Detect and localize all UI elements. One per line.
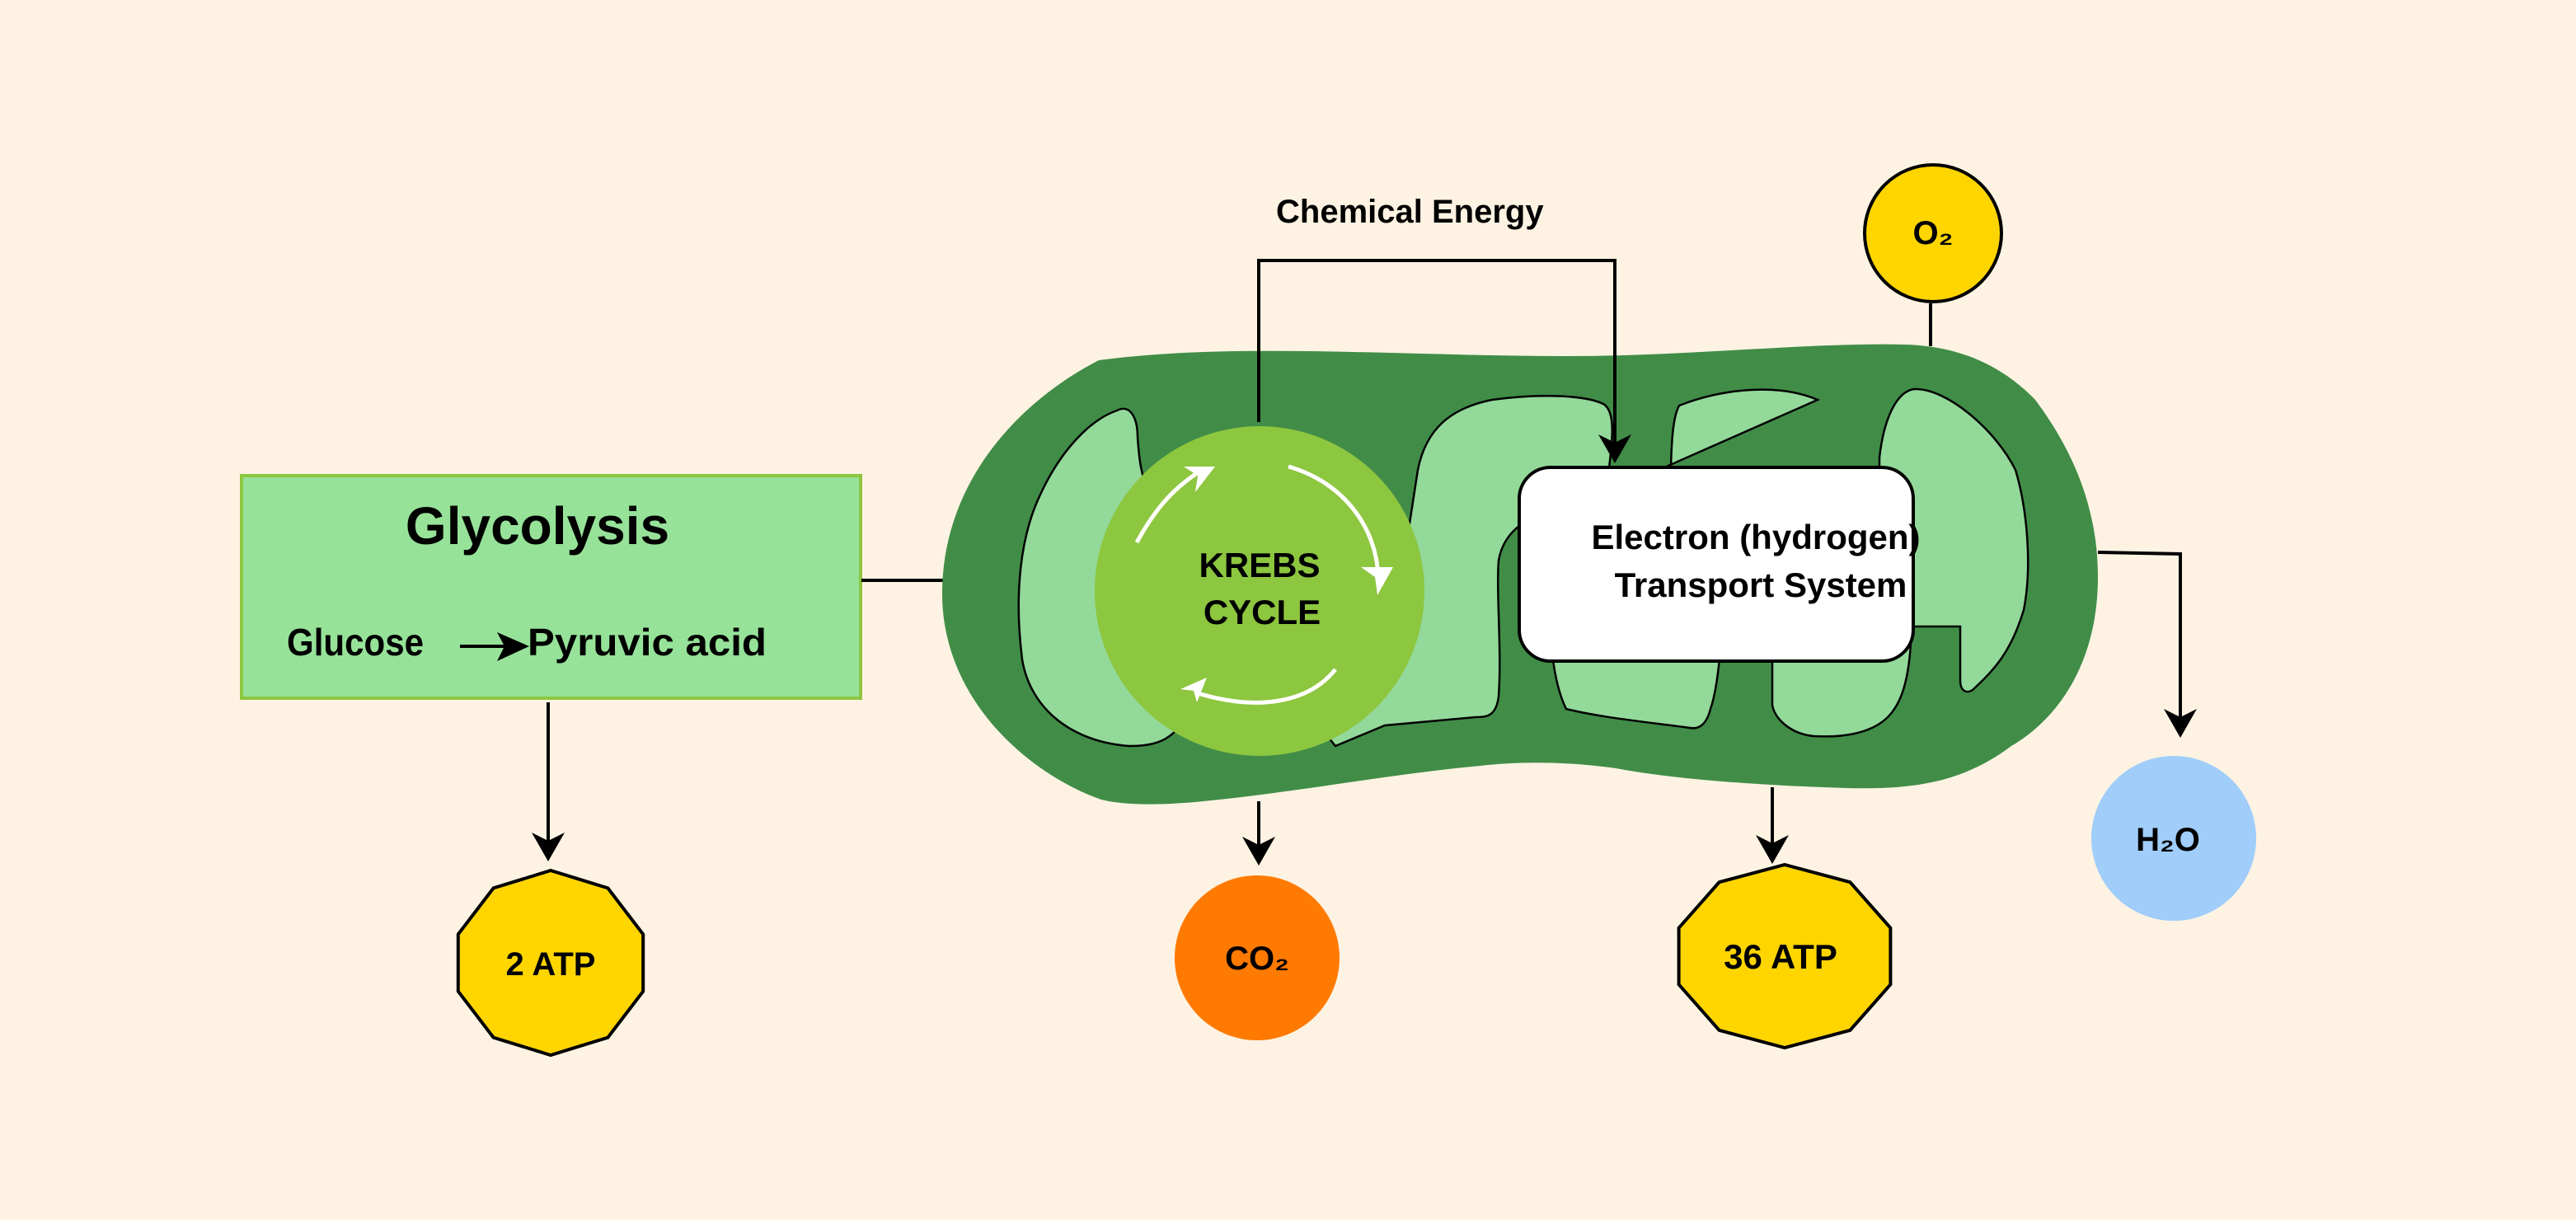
cycle-arrows-icon	[1134, 464, 1381, 705]
crista-right	[1878, 387, 2029, 693]
arrowhead-icon	[1598, 434, 1631, 463]
ets-box	[1518, 466, 1915, 663]
atp-36-node: 36 ATP	[1677, 862, 1893, 1050]
mitochondrion: KREBS CYCLE Electron (hydrogen) Transpor…	[942, 344, 2098, 805]
water-arrow	[2097, 551, 2197, 738]
pyruvic-acid-label: Pyruvic acid	[528, 621, 767, 664]
water-node: H₂O	[2091, 756, 2256, 921]
ets-atp-arrow	[1756, 787, 1789, 864]
arrowhead-icon	[1242, 837, 1275, 866]
chemical-energy-arrow	[1257, 259, 1631, 463]
co2-node: CO₂	[1175, 875, 1340, 1040]
co2-arrow	[1242, 801, 1275, 866]
crista-top-wedge	[1662, 388, 1821, 470]
krebs-label-line2: CYCLE	[1204, 593, 1321, 631]
glucose-label: Glucose	[287, 621, 424, 664]
co2-label: CO₂	[1225, 941, 1289, 977]
arrowhead-icon	[1756, 835, 1789, 864]
water-label: H₂O	[2136, 822, 2200, 858]
chemical-energy-label: Chemical Energy	[1276, 194, 1544, 230]
arrowhead-icon	[2164, 709, 2197, 738]
co2-circle	[1175, 875, 1340, 1040]
electron-transport-system: Electron (hydrogen) Transport System	[1518, 466, 1921, 663]
krebs-cycle: KREBS CYCLE	[1095, 426, 1424, 756]
krebs-label-line1: KREBS	[1199, 546, 1320, 584]
atp-36-decagon	[1677, 862, 1893, 1050]
oxygen-circle	[1863, 163, 2003, 303]
atp-2-label: 2 ATP	[506, 946, 596, 983]
crista-bottom-2	[1771, 641, 1912, 738]
atp-36-label: 36 ATP	[1724, 937, 1837, 976]
glycolysis-title: Glycolysis	[406, 496, 669, 556]
krebs-cycle-circle	[1095, 426, 1424, 756]
arrowhead-icon	[532, 833, 565, 861]
cycle-arrowheads-icon	[1180, 467, 1393, 702]
reaction-arrow-icon	[460, 632, 529, 661]
crista-bottom-1	[1550, 641, 1723, 730]
glycolysis-to-atp-arrow	[532, 702, 565, 861]
ets-label-line1: Electron (hydrogen)	[1591, 518, 1920, 556]
atp-2-decagon	[456, 868, 645, 1058]
oxygen-node: O₂	[1863, 163, 2003, 346]
oxygen-label: O₂	[1913, 215, 1954, 251]
glycolysis-box-shape	[240, 474, 862, 700]
atp-2-node: 2 ATP	[456, 868, 645, 1058]
ets-label-line2: Transport System	[1615, 565, 1907, 604]
water-circle	[2091, 756, 2256, 921]
glycolysis-box: Glycolysis Glucose Pyruvic acid	[240, 474, 862, 700]
